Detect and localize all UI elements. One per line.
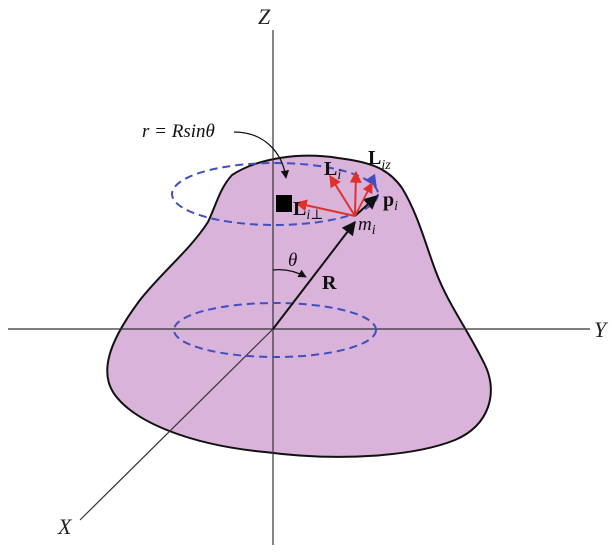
theta-angle-arc bbox=[272, 269, 307, 278]
L-iz-label: Liz bbox=[368, 147, 391, 173]
lower-orbit-dashed bbox=[173, 302, 377, 358]
upper-orbit-direction-arrow bbox=[365, 173, 377, 187]
p-i-momentum-arrow bbox=[354, 195, 379, 217]
m-i-label: mi bbox=[358, 214, 376, 238]
L-iz-sub: iz bbox=[381, 158, 391, 173]
theta-label: θ bbox=[288, 250, 297, 271]
mass-element-square bbox=[276, 195, 292, 212]
L-i-perp-sub: i⊥ bbox=[306, 208, 323, 223]
y-axis-label: Y bbox=[594, 317, 609, 342]
L-i-main: L bbox=[324, 158, 337, 180]
L-iz-vector bbox=[349, 170, 362, 217]
L-iz-main: L bbox=[368, 147, 381, 169]
formula-leader-arrow bbox=[233, 131, 290, 179]
m-i-sub: i bbox=[372, 223, 376, 238]
L-i-perp-main: L bbox=[293, 198, 306, 220]
L-i-sub: i bbox=[337, 168, 341, 183]
L-i-vector bbox=[329, 174, 356, 217]
R-vector-arrow bbox=[272, 220, 356, 330]
z-axis-label: Z bbox=[258, 4, 271, 29]
R-vector-label: R bbox=[322, 272, 337, 294]
x-axis-line bbox=[79, 328, 274, 521]
p-i-label: pi bbox=[383, 189, 398, 214]
L-i-label: Li bbox=[324, 158, 341, 183]
formula-label: r = Rsinθ bbox=[142, 121, 215, 142]
m-i-main: m bbox=[358, 214, 372, 235]
red-vector-component bbox=[354, 182, 373, 217]
rigid-body-shape bbox=[106, 154, 492, 458]
x-axis-label: X bbox=[57, 514, 73, 539]
p-i-sub: i bbox=[394, 199, 398, 214]
L-i-perp-vector bbox=[294, 199, 356, 217]
upper-orbit-dashed bbox=[171, 162, 379, 226]
p-i-main: p bbox=[383, 189, 394, 211]
L-i-perp-label: Li⊥ bbox=[293, 198, 323, 223]
